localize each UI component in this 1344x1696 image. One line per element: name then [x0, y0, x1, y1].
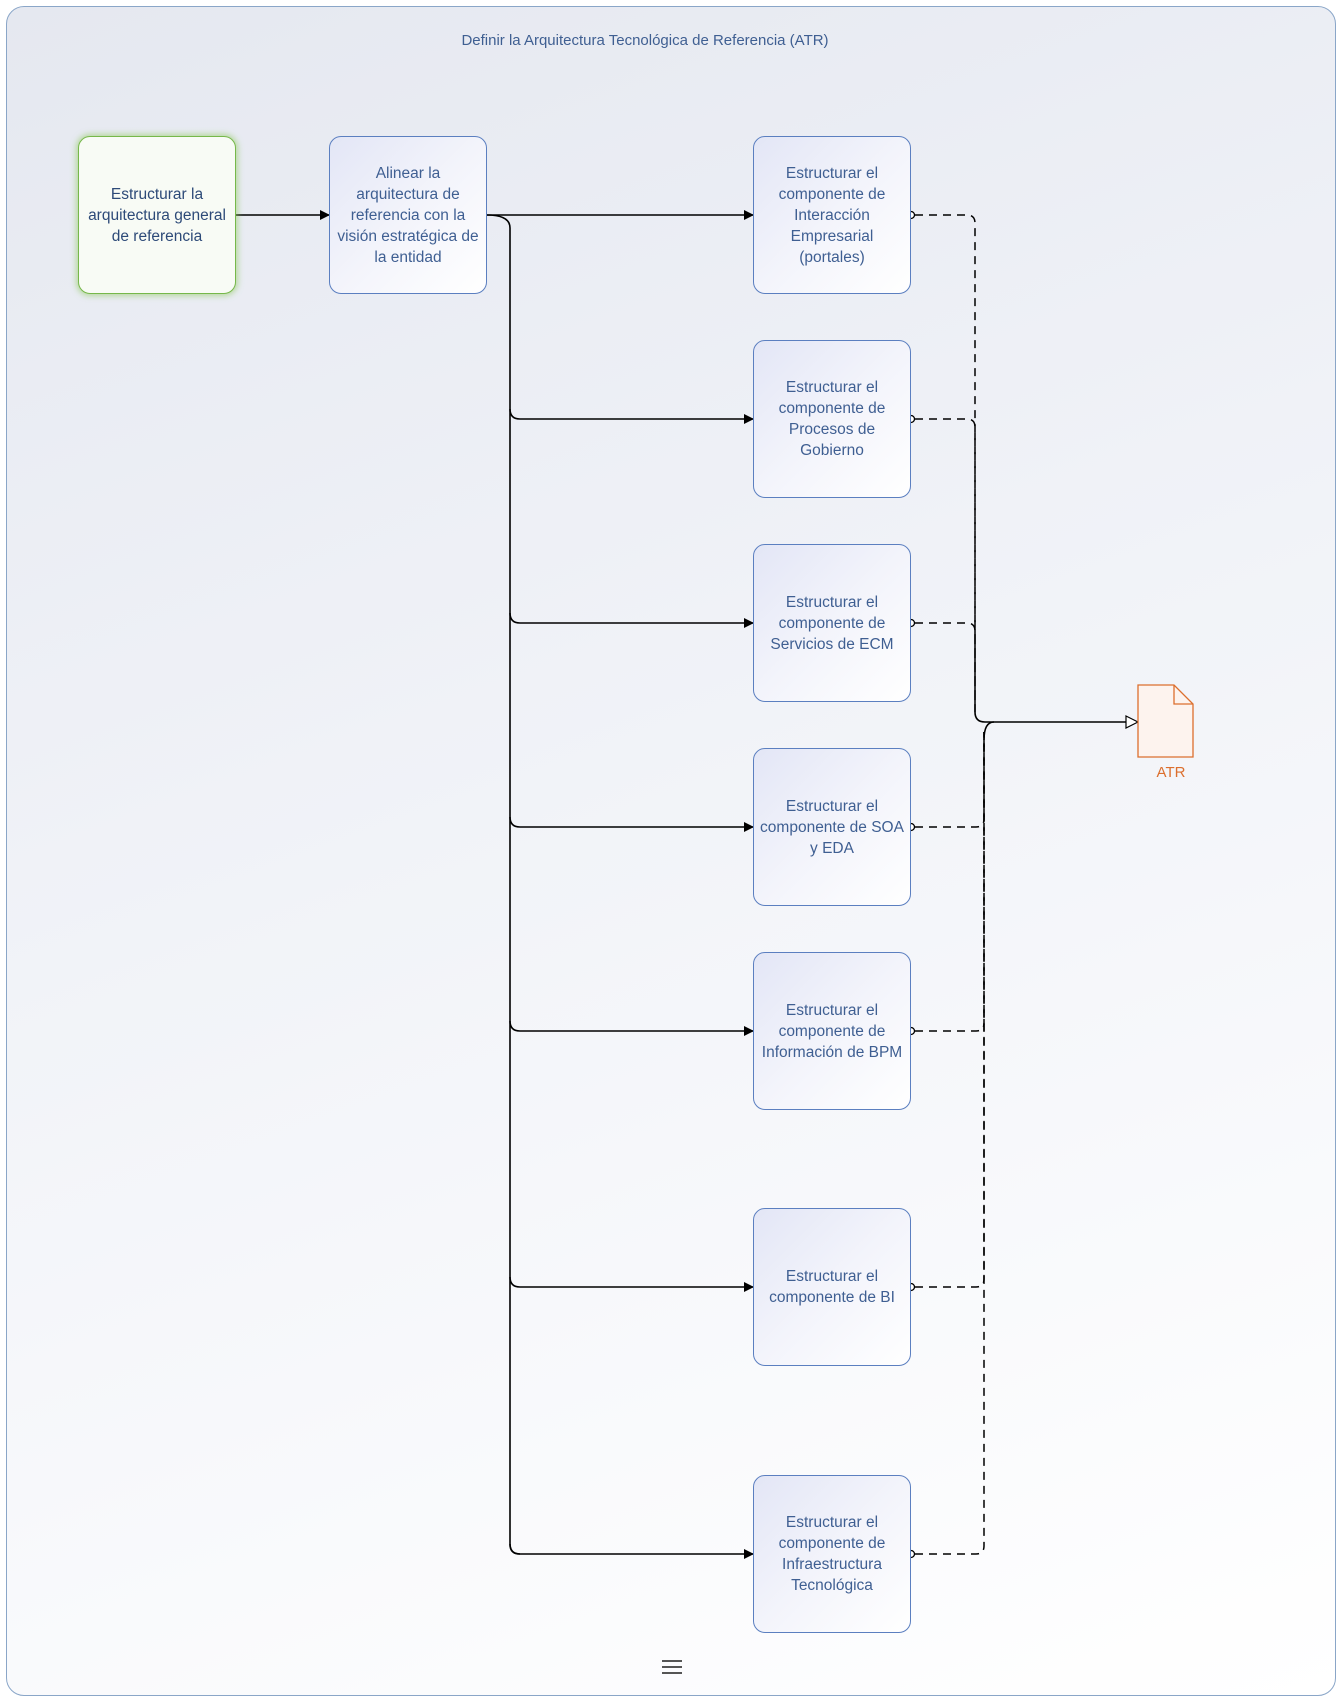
- artifact-atr[interactable]: [1137, 684, 1194, 758]
- task-label: Estructurar el componente de SOA y EDA: [760, 797, 904, 857]
- task-label: Estructurar el componente de Servicios d…: [770, 593, 894, 653]
- pool-title: Definir la Arquitectura Tecnológica de R…: [461, 32, 829, 49]
- task-component-bi[interactable]: Estructurar el componente de BI: [753, 1208, 911, 1366]
- flow-merge-lower: [983, 721, 995, 741]
- association-component-3: [915, 622, 976, 712]
- flow-branch-trunk: [486, 214, 521, 1555]
- association-component-4: [915, 732, 985, 828]
- document-icon: [1137, 684, 1194, 758]
- task-label: Estructurar el componente de Infraestruc…: [778, 1514, 886, 1594]
- task-component-bpm-information[interactable]: Estructurar el componente de Información…: [753, 952, 911, 1110]
- hamburger-menu-icon[interactable]: [661, 1657, 683, 1677]
- document-fold: [1173, 685, 1193, 705]
- association-component-2: [915, 418, 976, 712]
- flow-align-to-component-6: [509, 1276, 754, 1292]
- task-component-soa-eda[interactable]: Estructurar el componente de SOA y EDA: [753, 748, 911, 906]
- task-label: Estructurar el componente de Procesos de…: [778, 379, 886, 459]
- task-component-enterprise-interaction[interactable]: Estructurar el componente de Interacción…: [753, 136, 911, 294]
- task-structure-general-architecture[interactable]: Estructurar la arquitectura general de r…: [78, 136, 236, 294]
- flow-align-to-component-5: [509, 1020, 754, 1036]
- task-label: Estructurar el componente de Información…: [761, 1001, 903, 1061]
- task-component-ecm-services[interactable]: Estructurar el componente de Servicios d…: [753, 544, 911, 702]
- sequence-flows: [236, 210, 1138, 1559]
- association-component-7: [915, 732, 985, 1555]
- flow-align-to-component-4: [509, 816, 754, 832]
- task-label: Alinear la arquitectura de referencia co…: [337, 164, 479, 266]
- flow-merge-to-atr: [974, 711, 1138, 722]
- task-label: Estructurar el componente de Interacción…: [778, 164, 886, 266]
- task-label: Estructurar el componente de BI: [769, 1268, 895, 1306]
- task-component-tech-infrastructure[interactable]: Estructurar el componente de Infraestruc…: [753, 1475, 911, 1633]
- artifact-label: ATR: [1156, 764, 1186, 781]
- association-flows: [906, 210, 985, 1559]
- association-component-6: [915, 732, 985, 1288]
- association-component-5: [915, 732, 985, 1032]
- task-align-architecture[interactable]: Alinear la arquitectura de referencia co…: [329, 136, 487, 294]
- association-component-1: [915, 214, 976, 712]
- flow-align-to-component-3: [509, 612, 754, 628]
- task-component-government-processes[interactable]: Estructurar el componente de Procesos de…: [753, 340, 911, 498]
- task-label: Estructurar la arquitectura general de r…: [88, 185, 226, 245]
- flow-align-to-component-7: [509, 1543, 754, 1559]
- flow-align-to-component-2: [509, 408, 754, 424]
